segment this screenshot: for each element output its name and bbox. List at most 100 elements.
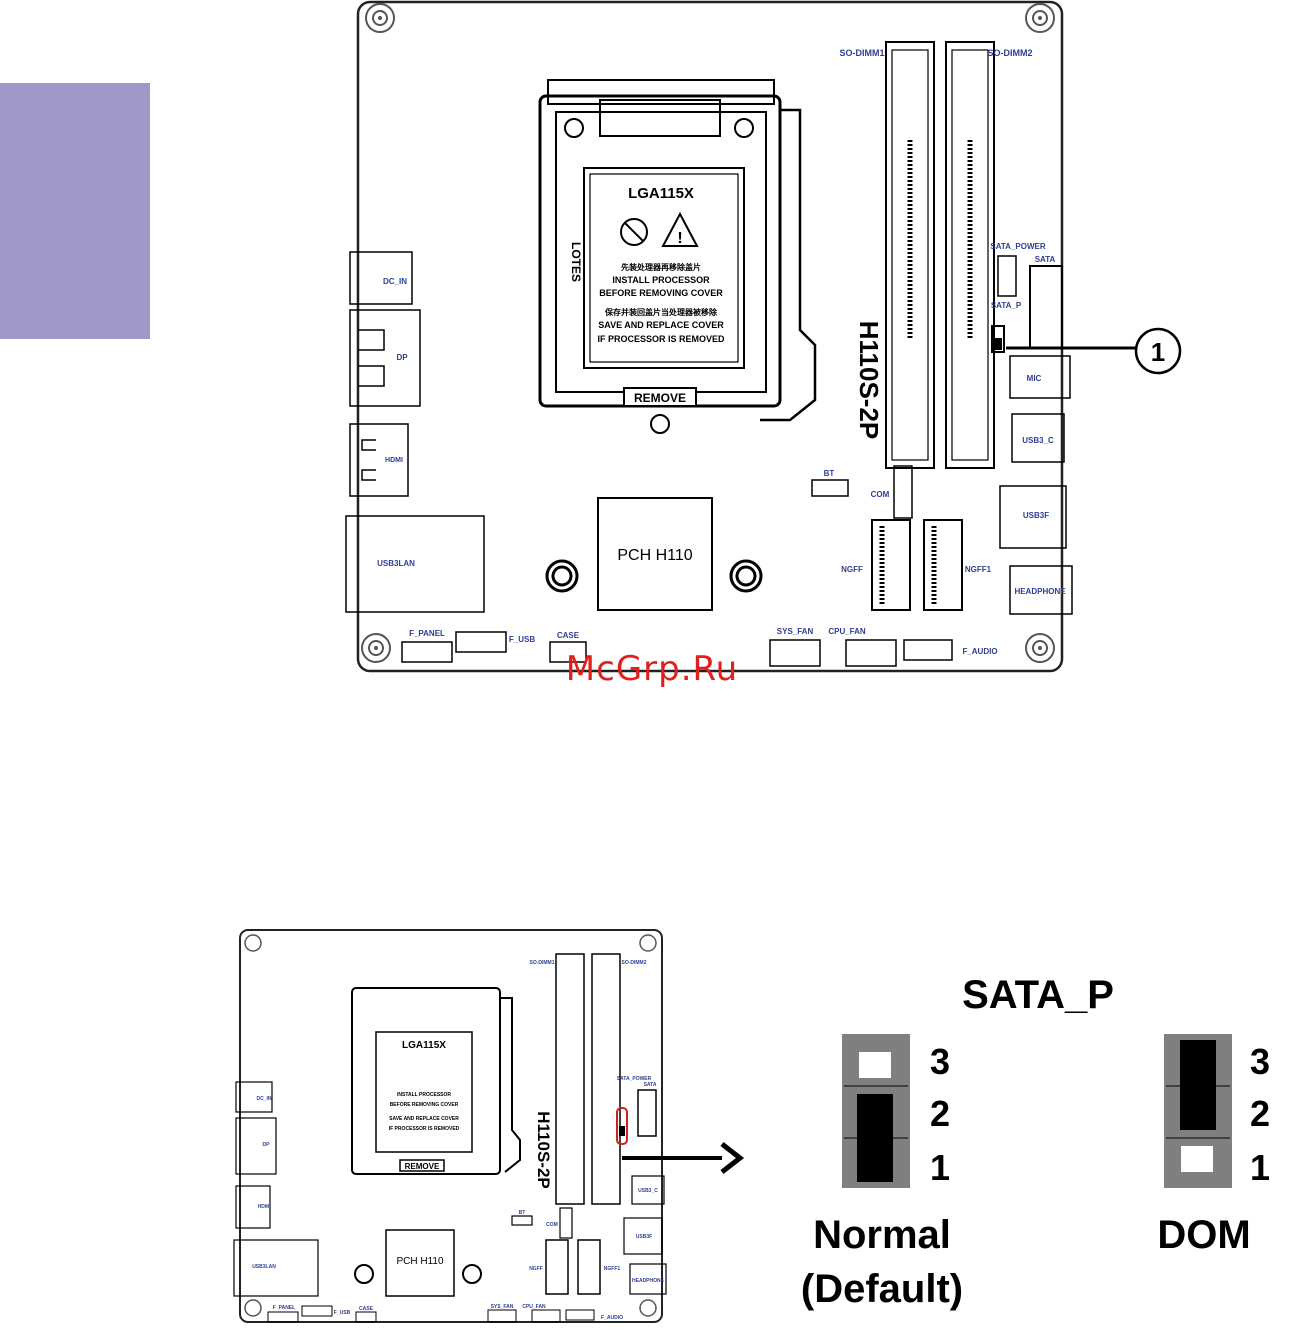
so-dimm-slots: SO-DIMM1 SO-DIMM2: [840, 41, 1033, 469]
usb3f-port: [999, 485, 1067, 549]
normal-label: Normal: [813, 1213, 951, 1257]
section-side-tab: [0, 83, 150, 339]
svg-text:LGA115X: LGA115X: [402, 1040, 446, 1051]
svg-text:CASE: CASE: [359, 1306, 374, 1312]
sata-p-label: SATA_P: [991, 301, 1022, 310]
pin-3-open: [859, 1052, 891, 1078]
usb3-c-port: [1011, 413, 1065, 463]
so-dimm-slot: [591, 953, 621, 1205]
dp-port: [349, 309, 421, 407]
pch-label: PCH H110: [617, 547, 692, 564]
svg-text:REMOVE: REMOVE: [405, 1162, 440, 1171]
svg-text:F_PANEL: F_PANEL: [273, 1305, 295, 1311]
so-dimm2-label: SO-DIMM2: [988, 48, 1033, 58]
pch-chip: [597, 497, 713, 611]
socket-label: LGA115X: [628, 185, 694, 202]
dom-label: DOM: [1157, 1213, 1250, 1257]
board-model: H110S-2P: [854, 321, 884, 440]
svg-text:SO-DIMM2: SO-DIMM2: [622, 960, 647, 966]
f-panel-header: [401, 641, 453, 663]
svg-text:BEFORE REMOVING COVER: BEFORE REMOVING COVER: [390, 1102, 459, 1108]
svg-text:CASE: CASE: [557, 631, 580, 640]
svg-text:H110S-2P: H110S-2P: [534, 1111, 553, 1189]
svg-text:NGFF: NGFF: [529, 1266, 543, 1272]
jumper-settings: SATA_P 3 2 1 Normal (Default) 3 2 1 DOM: [801, 973, 1270, 1311]
svg-text:MIC: MIC: [1027, 374, 1042, 383]
cpu-socket: [351, 987, 501, 1175]
bt-connector: [811, 479, 849, 497]
svg-text:先装处理器再移除盖片: 先装处理器再移除盖片: [621, 262, 701, 272]
svg-text:PCH H110: PCH H110: [396, 1256, 443, 1267]
svg-text:1: 1: [930, 1147, 950, 1188]
jumper-cap: [857, 1094, 893, 1182]
svg-text:DC_IN: DC_IN: [383, 277, 407, 286]
svg-text:INSTALL PROCESSOR: INSTALL PROCESSOR: [397, 1092, 451, 1098]
svg-text:SAVE AND REPLACE COVER: SAVE AND REPLACE COVER: [598, 320, 724, 330]
svg-text:USB3F: USB3F: [636, 1234, 652, 1240]
no-touch-icon: [620, 218, 648, 246]
svg-text:USB3LAN: USB3LAN: [252, 1264, 276, 1270]
warning-icon: [661, 211, 699, 247]
svg-text:HDMI: HDMI: [385, 457, 403, 464]
socket-lever: [760, 108, 817, 422]
dc-in-port: [349, 251, 413, 305]
svg-text:COM: COM: [871, 490, 890, 499]
cpu-fan-header: [845, 639, 897, 667]
svg-text:HEADPHONE: HEADPHONE: [632, 1278, 665, 1284]
default-label: (Default): [801, 1267, 963, 1311]
f-audio-header: [903, 639, 953, 661]
headphone-port: [1009, 565, 1073, 615]
svg-text:USB3_C: USB3_C: [1022, 436, 1054, 445]
callout-number: 1: [1151, 337, 1165, 367]
jumper-dom: 3 2 1 DOM: [1157, 1034, 1270, 1257]
svg-text:SO-DIMM1: SO-DIMM1: [530, 960, 555, 966]
svg-text:1: 1: [1250, 1147, 1270, 1188]
arrow-head-icon: [720, 1142, 745, 1174]
mic-port: [1009, 355, 1071, 399]
svg-text:CPU_FAN: CPU_FAN: [522, 1304, 546, 1310]
svg-text:3: 3: [930, 1041, 950, 1082]
svg-text:!: !: [677, 230, 682, 247]
svg-text:IF PROCESSOR IS REMOVED: IF PROCESSOR IS REMOVED: [389, 1126, 460, 1132]
svg-text:F_USB: F_USB: [334, 1310, 351, 1316]
remove-label: REMOVE: [634, 391, 686, 405]
svg-text:保存并装回盖片当处理器被移除: 保存并装回盖片当处理器被移除: [604, 307, 718, 317]
svg-text:USB3_C: USB3_C: [638, 1188, 658, 1194]
svg-text:USB3LAN: USB3LAN: [377, 559, 415, 568]
svg-text:F_AUDIO: F_AUDIO: [962, 647, 997, 656]
svg-text:F_PANEL: F_PANEL: [409, 629, 445, 638]
callout-circle: [1134, 327, 1182, 375]
svg-text:DP: DP: [396, 353, 408, 362]
jumper-normal: 3 2 1 Normal (Default): [801, 1034, 963, 1311]
f-usb-header: [455, 631, 507, 653]
so-dimm1-label: SO-DIMM1: [840, 48, 885, 58]
socket-brand: LOTES: [569, 242, 583, 282]
ngff-slot: [871, 519, 911, 611]
watermark: McGrp.Ru: [566, 649, 738, 689]
svg-text:DP: DP: [263, 1142, 271, 1148]
svg-text:HEADPHONE: HEADPHONE: [1014, 587, 1066, 596]
jumper-title: SATA_P: [962, 973, 1114, 1017]
svg-text:F_USB: F_USB: [509, 635, 535, 644]
sata-label: SATA: [1035, 255, 1056, 264]
svg-text:SYS_FAN: SYS_FAN: [491, 1304, 514, 1310]
top-board-diagram: LGA115X LOTES ! 先装处理器再移除盖片 INSTALL PROCE…: [345, 0, 1182, 673]
svg-text:DC_IN: DC_IN: [256, 1096, 271, 1102]
sata-power-label: SATA_POWER: [990, 242, 1045, 251]
jumper-cap: [1180, 1040, 1216, 1130]
svg-text:2: 2: [1250, 1093, 1270, 1134]
sata-p-jumper: [991, 325, 1005, 353]
svg-text:BT: BT: [824, 469, 835, 478]
svg-text:HDMI: HDMI: [258, 1204, 271, 1210]
svg-text:USB3F: USB3F: [1023, 511, 1049, 520]
ngff1-slot: [923, 519, 963, 611]
sata-p-highlight: [616, 1107, 628, 1145]
cpu-socket: LGA115X LOTES ! 先装处理器再移除盖片 INSTALL PROCE…: [538, 79, 817, 434]
pin-1-open: [1181, 1146, 1213, 1172]
bottom-board-diagram: LGA115X INSTALL PROCESSOR BEFORE REMOVIN…: [233, 929, 745, 1323]
svg-text:2: 2: [930, 1093, 950, 1134]
svg-text:COM: COM: [546, 1222, 558, 1228]
sata-power-connector: [997, 255, 1017, 297]
svg-text:BT: BT: [519, 1210, 526, 1216]
